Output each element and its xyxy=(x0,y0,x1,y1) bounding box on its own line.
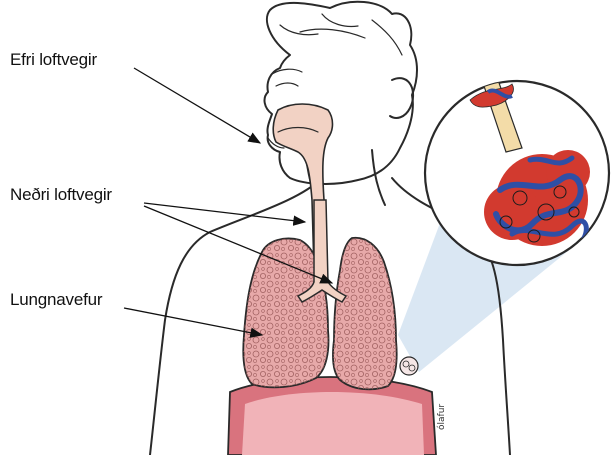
hair-strands xyxy=(280,14,402,55)
pointer-lower-airways-trachea xyxy=(144,203,305,222)
neck-outline-right xyxy=(372,150,385,205)
pointer-lung-tissue xyxy=(124,308,262,335)
diaphragm-inner xyxy=(242,392,424,455)
head-outline xyxy=(265,2,417,184)
label-upper-airways: Efri loftvegir xyxy=(10,50,97,70)
left-lung-texture xyxy=(333,238,397,390)
label-lower-airways: Neðri loftvegir xyxy=(10,185,112,205)
eye xyxy=(276,83,298,86)
ear xyxy=(390,78,413,118)
label-lung-tissue: Lungnavefur xyxy=(10,290,102,310)
alveolus-cluster xyxy=(400,357,418,375)
artist-signature: ólafur xyxy=(436,404,447,430)
pointer-upper-airways xyxy=(134,68,260,143)
